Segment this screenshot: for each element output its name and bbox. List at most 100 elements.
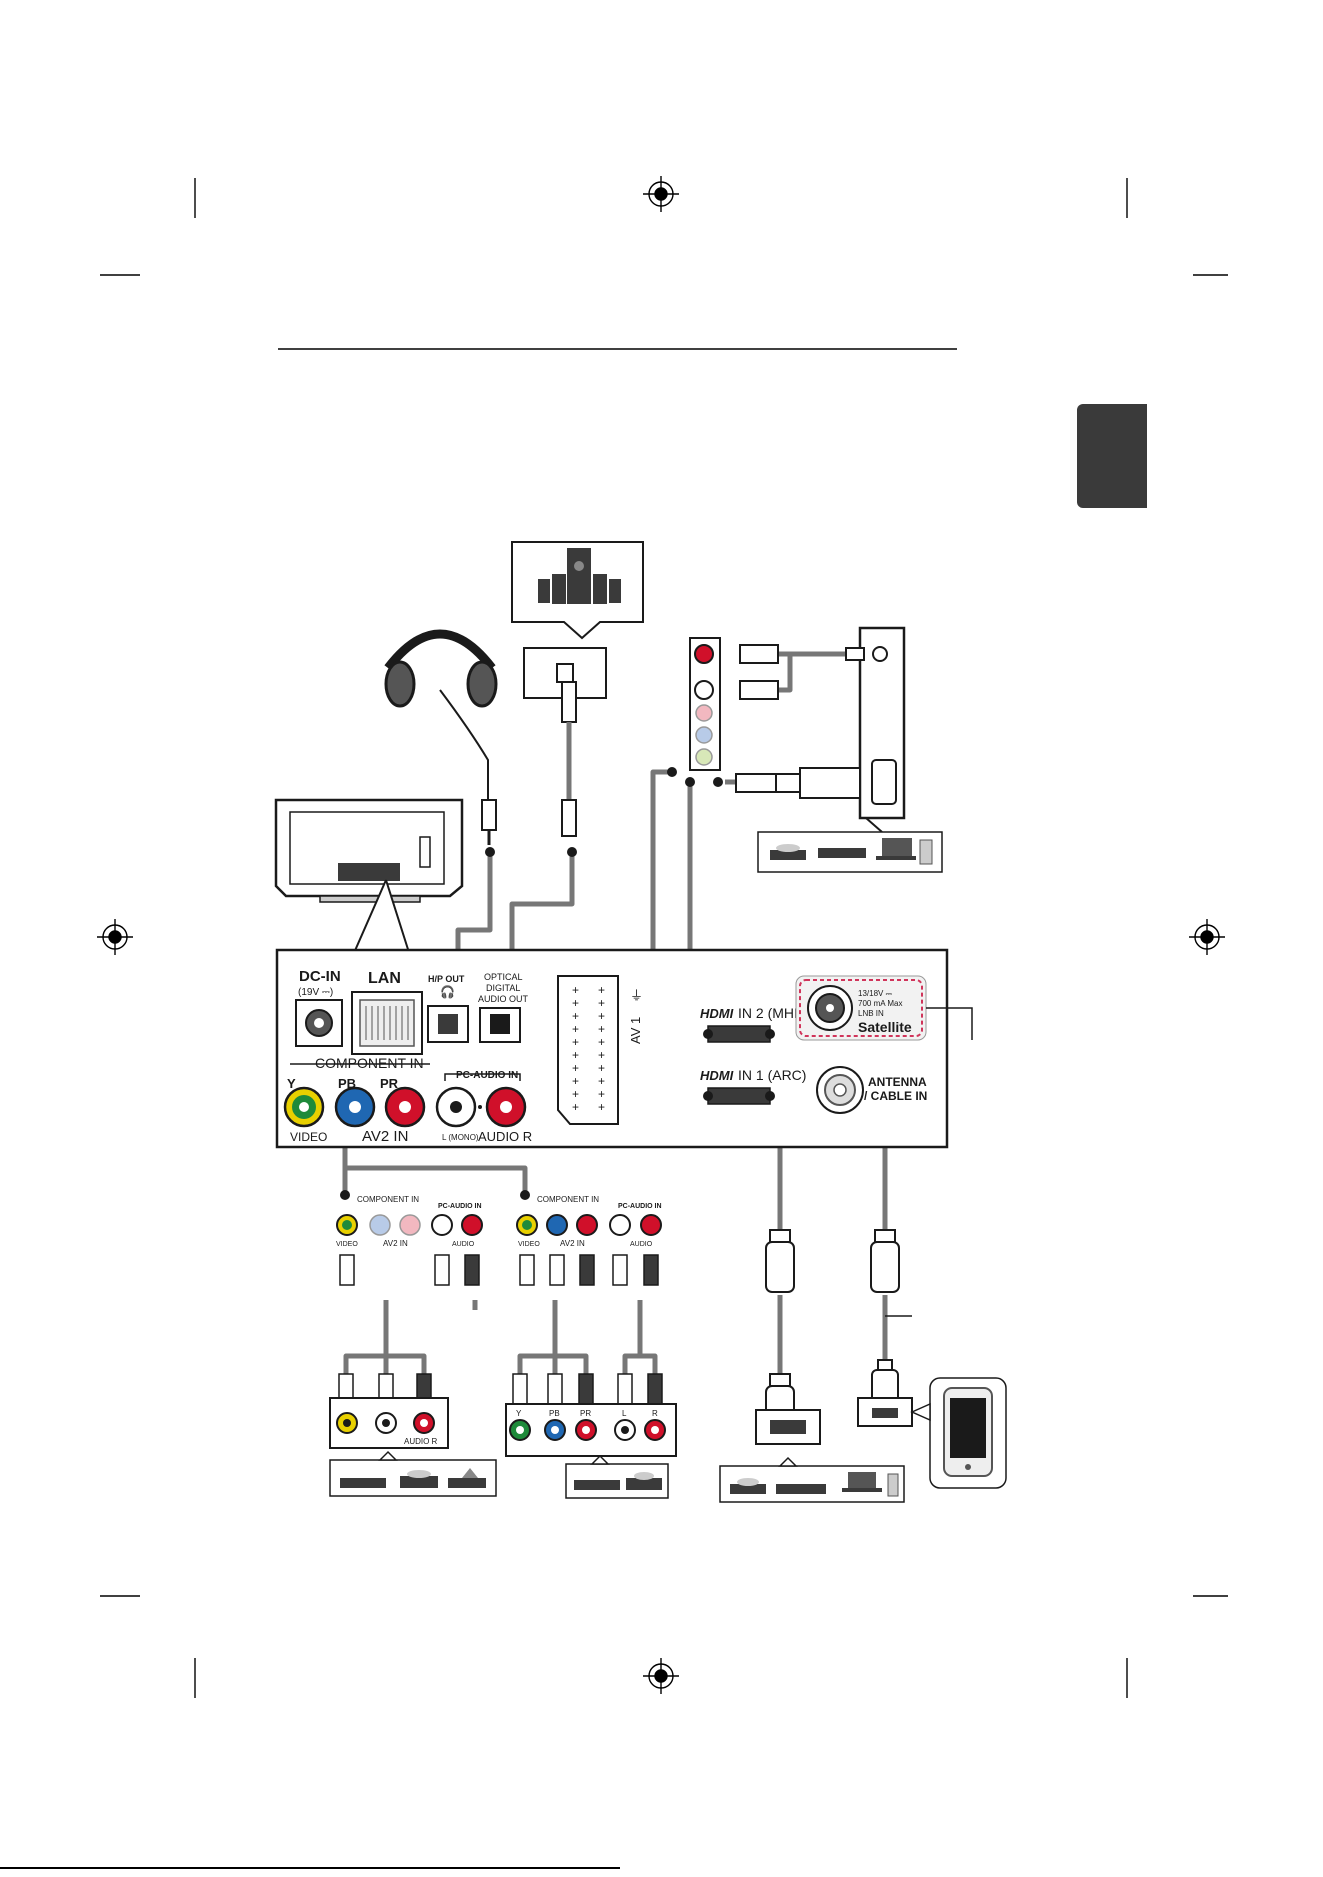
- scart-pin: +: [572, 1074, 579, 1088]
- antenna-cable-in-port[interactable]: [816, 1066, 864, 1114]
- hdmi2-mhl-port[interactable]: [707, 1025, 771, 1043]
- sp1-component-in-label: COMPONENT IN: [357, 1195, 419, 1204]
- sp2-pc-audio-in-label: PC-AUDIO IN: [618, 1203, 662, 1210]
- hdmi-plugs: [765, 1229, 900, 1427]
- dvd-player-icon: [730, 1478, 766, 1494]
- scart-pin: +: [572, 1061, 579, 1075]
- satellite-label: Satellite: [858, 1019, 912, 1035]
- external-mhl-box: [857, 1397, 913, 1427]
- hdmi1-arc-port[interactable]: [707, 1087, 771, 1105]
- tv-back-icon: [274, 798, 464, 963]
- headphones-icon: [384, 629, 498, 857]
- sp2-component-in-label: COMPONENT IN: [537, 1195, 599, 1204]
- lan-label: LAN: [368, 970, 401, 987]
- set-top-box-icon: [776, 1484, 826, 1494]
- speaker-icon: [538, 548, 621, 604]
- y-label: Y: [287, 1076, 296, 1091]
- optical-label-2: DIGITAL: [486, 983, 520, 993]
- audio-l-jack[interactable]: [435, 1086, 477, 1128]
- scart-pin: +: [572, 1035, 579, 1049]
- scart-pin: +: [598, 1048, 605, 1062]
- registration-mark-icon: [1189, 919, 1225, 955]
- pc-tower-icon: [919, 839, 933, 865]
- component-in-label: COMPONENT IN: [315, 1055, 424, 1071]
- audio-r-jack[interactable]: [485, 1086, 527, 1128]
- component-pb-jack[interactable]: [334, 1086, 376, 1128]
- registration-mark-icon: [643, 1658, 679, 1694]
- pr-label: PR: [380, 1076, 399, 1091]
- hdmi1-label: IN 1 (ARC): [738, 1067, 806, 1083]
- device-strip-hdmi: [719, 1456, 905, 1503]
- ext2-y-label: Y: [516, 1409, 522, 1418]
- optical-label-3: AUDIO OUT: [478, 994, 529, 1004]
- scart-pin: +: [598, 1100, 605, 1114]
- camcorder-icon: [400, 1470, 438, 1488]
- external-composite-box: AUDIO R: [329, 1373, 449, 1449]
- set-top-box-icon: [574, 1480, 620, 1490]
- satellite-lnb-port[interactable]: [807, 985, 853, 1031]
- sp1-audio-label: AUDIO: [452, 1241, 475, 1248]
- scart-pin: +: [598, 1035, 605, 1049]
- main-connector-panel: DC-IN (19V ⎓) LAN H/P OUT 🎧 OPTICAL DIGI…: [275, 948, 973, 1149]
- small-panel-component: COMPONENT IN PC-AUDIO IN VIDEO AV2 IN AU…: [516, 1190, 662, 1286]
- dc-in-label: DC-IN: [299, 968, 341, 985]
- external-hdmi-box: [755, 1409, 821, 1445]
- dc-in-voltage-label: (19V ⎓): [298, 987, 333, 998]
- device-strip-composite: [329, 1450, 497, 1497]
- scart-pin: +: [598, 1074, 605, 1088]
- registration-mark-icon: [643, 176, 679, 212]
- dvd-player-icon: [340, 1478, 386, 1488]
- registration-mark-icon: [97, 919, 133, 955]
- pc-side-panel: [667, 626, 906, 833]
- smartphone-icon: [910, 1377, 1007, 1489]
- ext2-pr-label: PR: [580, 1409, 591, 1418]
- ext2-r-label: R: [652, 1409, 658, 1418]
- speaker-system: [511, 541, 644, 857]
- ext2-pb-label: PB: [549, 1409, 560, 1418]
- pc-tower-icon: [887, 1473, 899, 1497]
- ext2-l-label: L: [622, 1409, 627, 1418]
- set-top-box-icon: [818, 848, 866, 858]
- scart-pin: +: [572, 1009, 579, 1023]
- ext1-audio-r-label: AUDIO R: [404, 1437, 438, 1446]
- component-pr-jack[interactable]: [384, 1086, 426, 1128]
- component-y-video-jack[interactable]: [283, 1086, 325, 1128]
- sat-spec-2: 700 mA Max: [858, 999, 902, 1008]
- av1-label: AV 1: [628, 1017, 643, 1044]
- satellite-highlight: [799, 979, 923, 1037]
- audio-r-label: AUDIO R: [478, 1129, 532, 1144]
- sp1-pc-audio-in-label: PC-AUDIO IN: [438, 1203, 482, 1210]
- scart-pin: +: [598, 1009, 605, 1023]
- sat-spec-1: 13/18V ⎓: [858, 989, 893, 998]
- sat-spec-3: LNB IN: [858, 1009, 884, 1018]
- sp2-audio-label: AUDIO: [630, 1241, 653, 1248]
- external-component-box: Y PB PR L R: [505, 1373, 677, 1457]
- sp2-av2-in-label: AV2 IN: [560, 1239, 585, 1248]
- hp-out-label: H/P OUT: [428, 974, 465, 984]
- optical-label-1: OPTICAL: [484, 972, 523, 982]
- scart-pin: +: [598, 983, 605, 997]
- sp2-video-label: VIDEO: [518, 1241, 540, 1248]
- antenna-label-2: / CABLE IN: [864, 1089, 927, 1103]
- antenna-label-1: ANTENNA: [868, 1075, 927, 1089]
- crop-marks: [100, 178, 1228, 1698]
- scart-pins: ++++++++++++++++++++: [572, 983, 605, 1114]
- scart-pin: +: [598, 1022, 605, 1036]
- small-panel-composite: COMPONENT IN PC-AUDIO IN VIDEO AV2 IN AU…: [336, 1190, 483, 1286]
- scart-av1-port[interactable]: [557, 975, 619, 1125]
- hdmi2-label: IN 2 (MHL): [738, 1005, 806, 1021]
- hdmi2-logo: HDMI: [700, 1006, 734, 1021]
- sp1-video-label: VIDEO: [336, 1241, 358, 1248]
- chapter-tab: [1077, 404, 1147, 508]
- sp1-av2-in-label: AV2 IN: [383, 1239, 408, 1248]
- device-strip-component: [565, 1454, 669, 1499]
- game-console-icon: [448, 1468, 486, 1488]
- hdmi1-logo: HDMI: [700, 1068, 734, 1083]
- l-mono-label: L (MONO): [442, 1133, 479, 1142]
- scart-pin: +: [572, 996, 579, 1010]
- laptop-icon: [876, 838, 916, 860]
- scart-symbol-icon: ⏚: [630, 988, 643, 1003]
- scart-pin: +: [572, 1100, 579, 1114]
